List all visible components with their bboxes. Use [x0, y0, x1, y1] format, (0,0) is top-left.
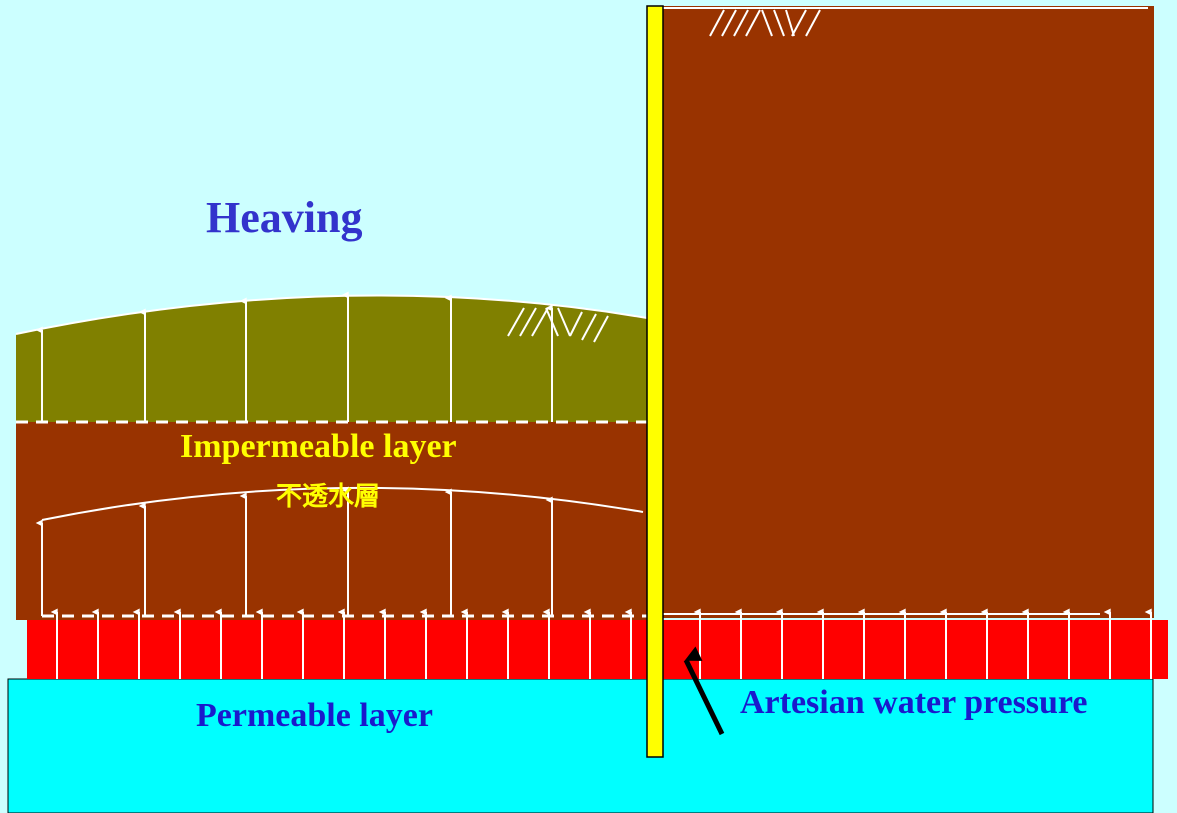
heaved-zone — [16, 295, 647, 422]
pressure-arrows-right — [693, 608, 1152, 679]
diagram-title: Heaving — [206, 193, 363, 242]
inner-heave-curve — [41, 486, 644, 521]
ground-hatch-retained — [709, 9, 821, 37]
inner-heave-arrows — [35, 486, 553, 616]
artesian-pointer-arrow — [683, 646, 725, 736]
pressure-band-left — [27, 620, 647, 679]
pressure-arrows-left — [50, 608, 632, 679]
artesian-pressure-label: Artesian water pressure — [740, 684, 1088, 721]
permeable-layer-label: Permeable layer — [196, 697, 433, 734]
retaining-wall — [646, 5, 664, 758]
pressure-band-right — [663, 620, 1168, 679]
impermeable-layer-label-zh: 不透水層 — [276, 482, 381, 512]
heaved-surface-line — [15, 294, 648, 335]
heave-arrows — [35, 291, 553, 422]
ground-hatch-excavation — [507, 307, 609, 343]
permeable-layer — [7, 678, 1154, 813]
right-clay-block — [663, 6, 1154, 618]
impermeable-layer-label: Impermeable layer — [180, 428, 457, 465]
